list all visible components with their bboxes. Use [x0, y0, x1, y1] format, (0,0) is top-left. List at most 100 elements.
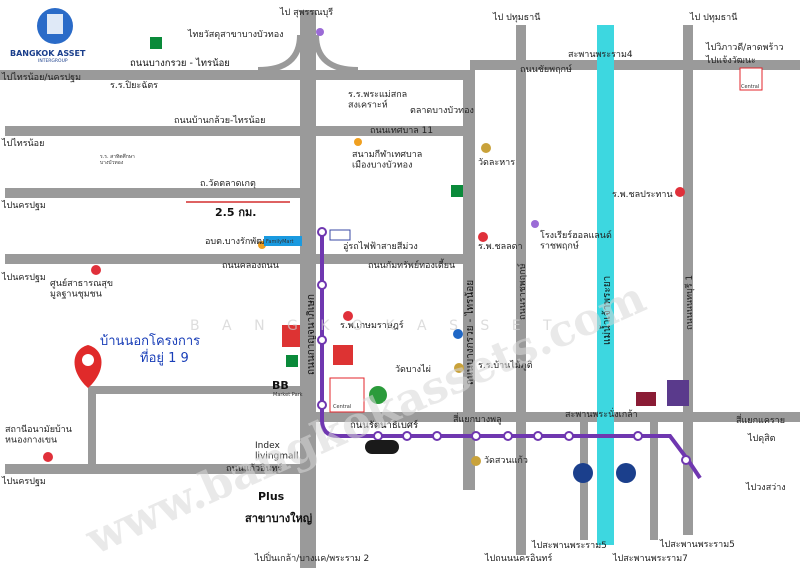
dir-sainoi: ไปไทรน้อย	[1, 138, 44, 149]
store-logo-2	[333, 345, 353, 365]
poi-hospital-cholada: ร.พ.ชลลดา	[478, 242, 523, 252]
lotus-plus-logo: Plus	[258, 490, 285, 503]
road-label-bangkruai-sainoi: ถนนบางกรวย - ไทรน้อย	[130, 57, 230, 69]
central-logo-right	[739, 67, 763, 91]
familymart-label: FamilyMart	[266, 239, 294, 245]
central-small-label: Central	[741, 84, 759, 90]
poi-sheraton: โรงเรียร์ฮอลแลนด์ราชพฤกษ์	[540, 229, 612, 251]
poi-orbortor: อบต.บางรักพัฒนา	[205, 237, 276, 247]
seven-eleven-icon	[286, 355, 298, 367]
road-label-kanchanaphisek: ถนนกาญจนาภิเษก	[306, 294, 317, 375]
road-to-project	[90, 386, 315, 394]
dir-suphanburi: ไป สุพรรณบุรี	[279, 7, 333, 18]
dir-rama5: ไปสะพานพระราม5	[531, 540, 607, 551]
water-drop-icon	[453, 329, 463, 339]
dir-pinklao: ไปปิ่นเกล้า/บางแค/พระราม 2	[254, 551, 369, 564]
poi-school-banmai: ร.ร.บ้านไม้ภูติ	[478, 360, 533, 371]
road-label-nonthaburi1: ถนนนนทบุรี 1	[684, 275, 695, 330]
station-dot	[633, 431, 643, 441]
chao-phraya-river	[597, 25, 614, 545]
mall-logo	[636, 392, 656, 406]
road-rama7	[650, 420, 658, 540]
dir-nakhonpathom-3: ไปนครปฐม	[1, 476, 46, 487]
central-label: Central	[333, 404, 351, 410]
lotus-branch-label: สาขาบางใหญ่	[245, 511, 312, 525]
dir-nakhonpathom-1: ไปนครปฐม	[1, 200, 46, 211]
dir-changwattana: ไปแจ้งวัฒนะ	[705, 55, 756, 66]
hospital-cross-icon	[343, 311, 353, 321]
road-top-connector	[300, 10, 316, 40]
store-logo-kasem	[282, 325, 300, 347]
hospital-cross-icon	[91, 265, 101, 275]
poi-dot-thaiwatsadu	[316, 28, 324, 36]
station-dot	[402, 431, 412, 441]
dir-rama7b: ไปสะพานพระราม5	[659, 539, 735, 550]
road-label-khlong-thanon: ถนนคลองถนน	[222, 261, 279, 271]
road-label-chaiyaphruek: ถนนชัยพฤกษ์	[520, 63, 572, 75]
poi-dot-lahan	[481, 143, 491, 153]
poi-school-phrasmai: ร.ร.พระแม่สกลสงเคราะห์	[348, 90, 407, 110]
road-label-rattanathibet: ถนนรัตนาธิเบศร์	[350, 419, 418, 431]
station-dot	[471, 431, 481, 441]
dir-nonthaburi-center: ไปถนนนครอินทร์	[484, 552, 552, 564]
station-dot	[317, 280, 327, 290]
project-marker[interactable]: บ้านนอกโครงการ ที่อยู่ 1 9	[74, 333, 201, 388]
project-name-line2: ที่อยู่ 1 9	[140, 349, 189, 366]
dir-pathumthani-2: ไป ปทุมธานี	[689, 12, 737, 23]
poi-bts-depot: อู่รถไฟฟ้าสายสีม่วง	[343, 241, 418, 252]
dir-khae-rai: สี่แยกแคราย	[736, 413, 785, 426]
poi-dot-wat-bangphai	[454, 363, 464, 373]
station-dot	[317, 400, 327, 410]
interchange-curve	[257, 34, 359, 73]
road-bangkruai-sainoi	[0, 70, 470, 80]
road-kanchanaphisek	[300, 28, 316, 568]
purple-line-route	[320, 230, 702, 480]
garden-icon	[369, 386, 387, 404]
poi-market: ตลาดบางบัวทอง	[410, 106, 474, 116]
road-banklaeo-sainoi	[5, 126, 470, 136]
road-label-ratchaphruek: ถนนราชพฤกษ์	[516, 263, 528, 320]
road-nonthaburi-v	[683, 25, 693, 535]
poi-hospital-cholprathan: ร.พ.ชลประทาน	[612, 190, 673, 200]
station-dot	[317, 335, 327, 345]
dir-rama7: ไปสะพานพระราม7	[612, 553, 688, 564]
dir-sainoi-nakhonpathom: ไปไทรน้อย/นครปฐม	[1, 72, 81, 83]
brand-logo: BANGKOK ASSET INTERGROUP	[10, 8, 86, 64]
road-khlong-thanon	[5, 254, 470, 264]
poi-station-nongkangkhen: สถานีอนามัยบ้านหนองกางเขน	[5, 424, 72, 445]
road-bangkruai-sainoi-v	[463, 70, 475, 490]
road-kaeo-in	[5, 464, 315, 474]
station-dot	[432, 431, 442, 441]
poi-stadium: สนามกีฬาเทศบาลเมืองบางบัวทอง	[352, 149, 422, 170]
station-dot	[317, 227, 327, 237]
hospital-cross-icon	[43, 452, 53, 462]
dir-pathumthani-1: ไป ปทุมธานี	[492, 12, 540, 23]
station-dot	[533, 431, 543, 441]
brand-name: BANGKOK ASSET	[10, 49, 86, 58]
project-name-line1: บ้านนอกโครงการ	[100, 333, 200, 349]
purple-line-stations	[317, 227, 691, 465]
bts-logo	[329, 229, 351, 241]
road-label-bangkruai-v: ถนนบางกรวย - ไทรน้อย	[464, 280, 476, 385]
logo-building-icon	[47, 14, 63, 34]
seven-eleven-icon	[451, 185, 463, 197]
poi-school-piya: ร.ร.ปิยะฉัตร	[110, 80, 158, 91]
road-rattanathibet	[315, 412, 800, 422]
poi-dot-suanyai	[471, 456, 481, 466]
familymart-logo	[264, 236, 302, 246]
central-logo	[329, 377, 365, 413]
poi-thaiwatsadu: ไทยวัสดุสาขาบางบัวทอง	[187, 29, 284, 40]
road-watkhet	[5, 188, 315, 198]
road-chaiyaphruek-top	[470, 60, 800, 70]
bridge-nuankhlao: สะพานพระนั่งเกล้า	[565, 407, 638, 420]
dir-nakhonpathom-2: ไปนครปฐม	[1, 272, 46, 283]
station-dot	[503, 431, 513, 441]
mall-logo-2	[667, 380, 689, 406]
station-dot	[681, 455, 691, 465]
road-left-v	[88, 386, 96, 466]
brand-tagline: INTERGROUP	[38, 58, 68, 64]
poi-wat-suanyai: วัดสวนแก้ว	[484, 455, 528, 466]
road-network	[0, 25, 800, 568]
bb-sub: Market Park	[273, 392, 303, 398]
